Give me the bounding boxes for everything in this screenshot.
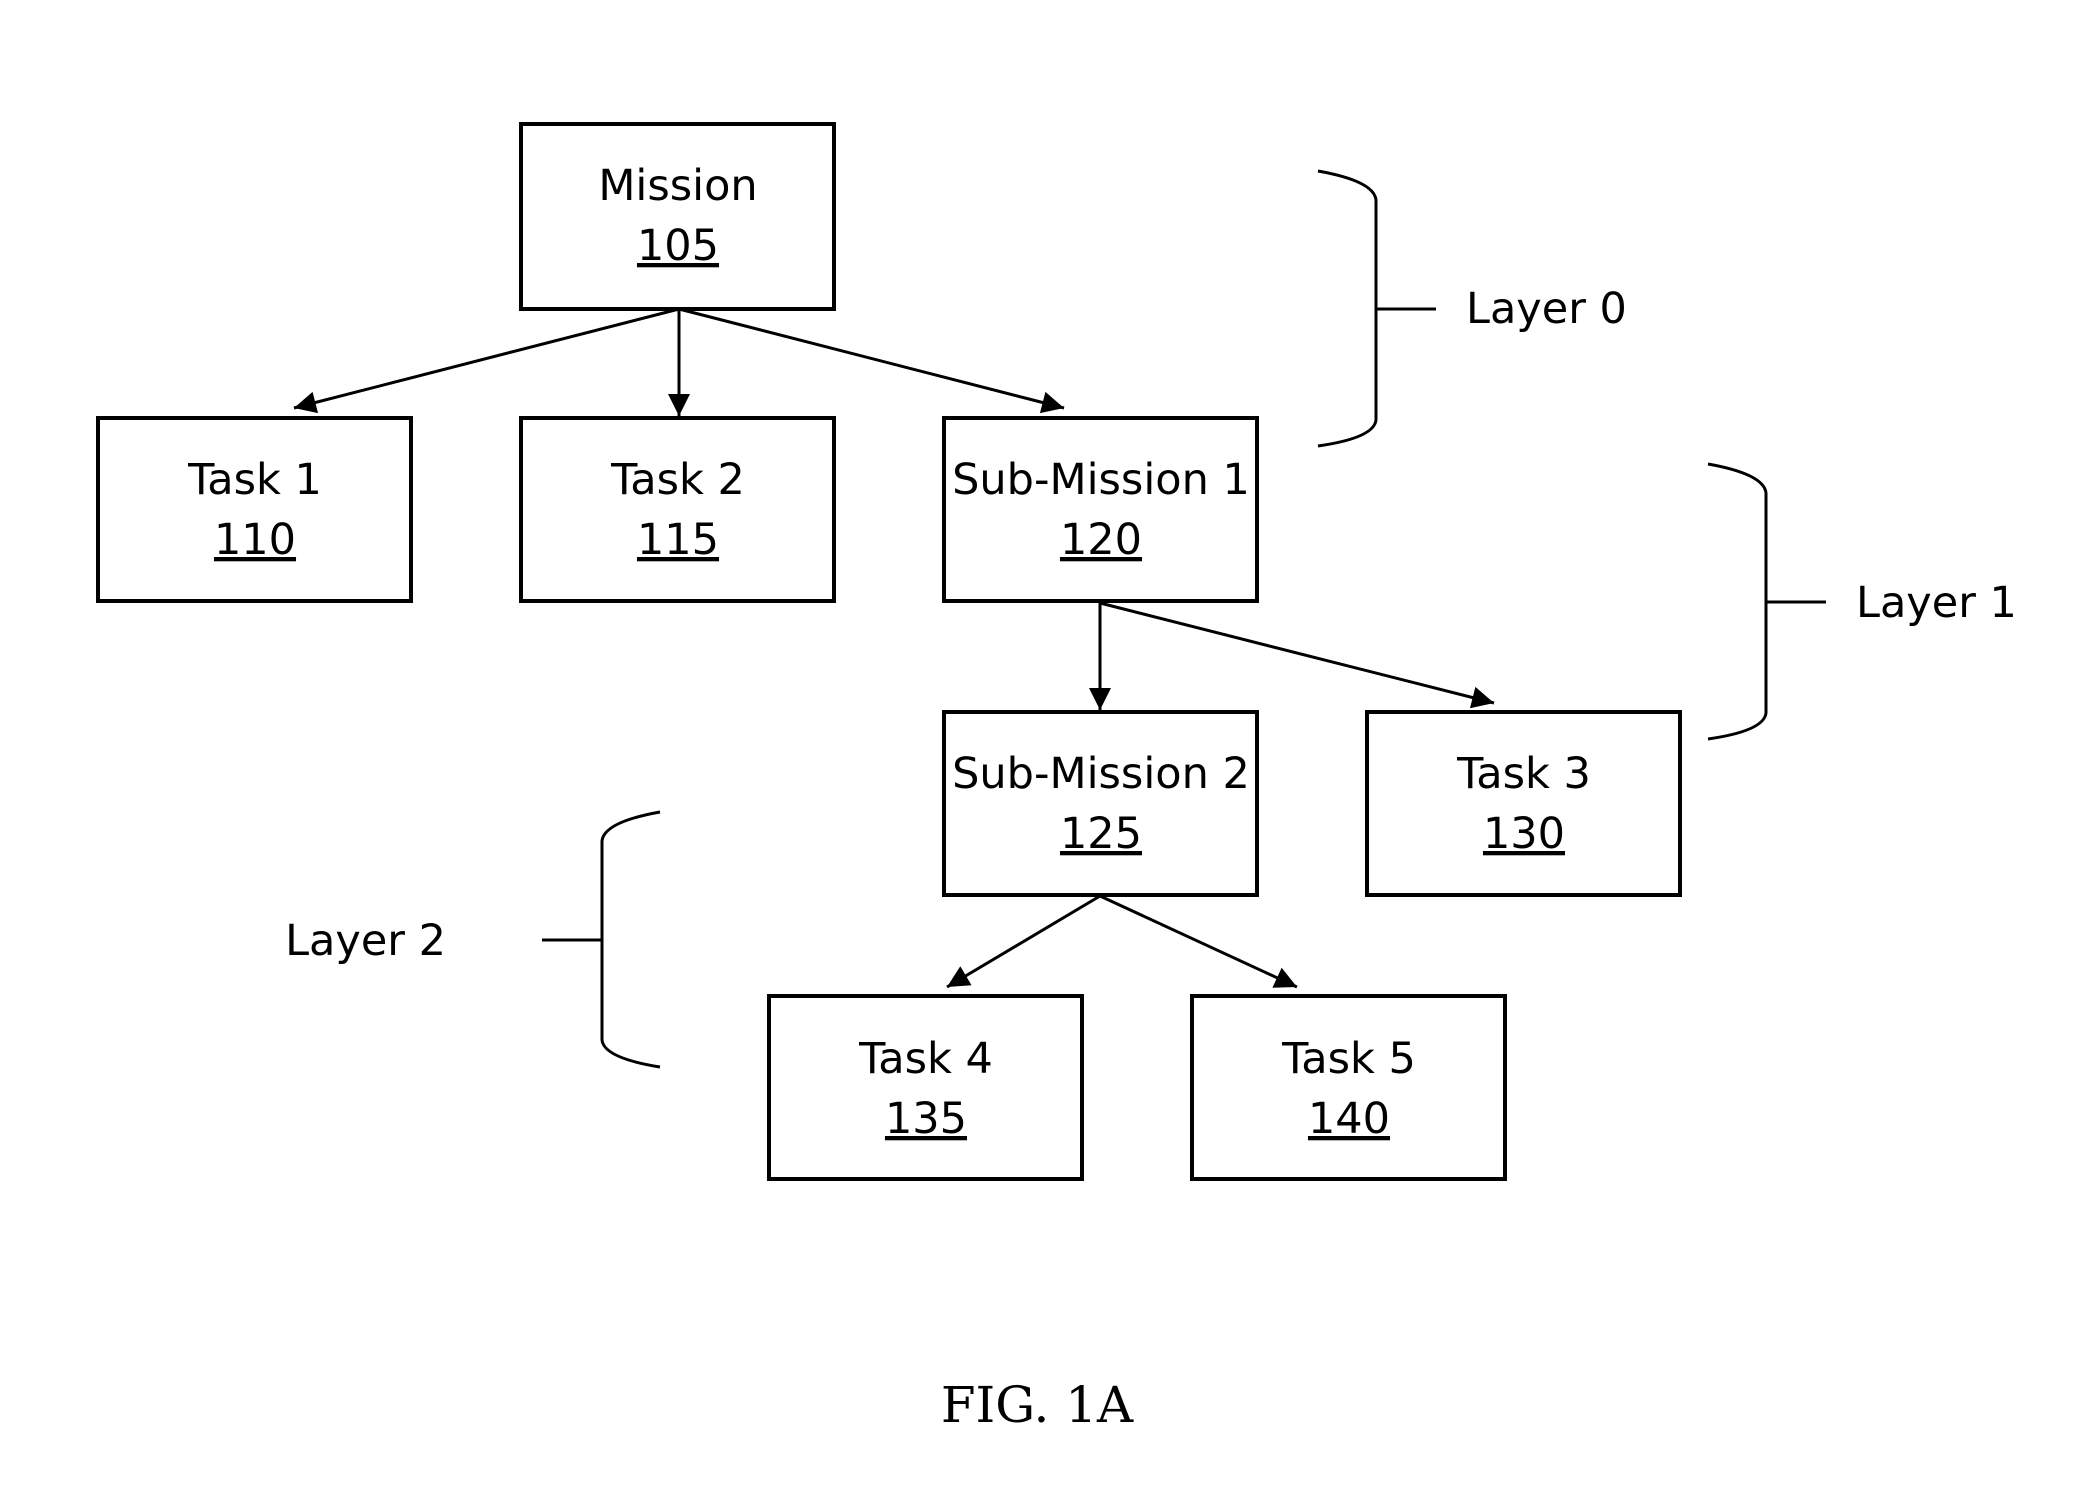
node-submission2: Sub-Mission 2 125 (942, 710, 1259, 897)
node-submission1-title: Sub-Mission 1 (952, 455, 1250, 505)
node-task3-title: Task 3 (1456, 749, 1591, 799)
node-task4: Task 4 135 (767, 994, 1084, 1181)
edges (293, 307, 1495, 989)
node-task4-ref: 135 (885, 1094, 967, 1144)
node-mission: Mission 105 (519, 122, 836, 311)
edge-mission-task1 (293, 307, 680, 414)
node-task5-title: Task 5 (1281, 1034, 1416, 1084)
node-task1-title: Task 1 (187, 455, 322, 505)
edge-submission2-task4 (946, 894, 1101, 989)
layer0-label: Layer 0 (1466, 284, 1627, 334)
layer1-bracket: Layer 1 (1707, 462, 2017, 741)
node-task5-ref: 140 (1308, 1094, 1390, 1144)
node-submission2-ref: 125 (1060, 809, 1142, 859)
layer2-brace (600, 810, 661, 1069)
node-mission-title: Mission (598, 161, 757, 211)
layer2-bracket: Layer 2 (285, 810, 661, 1069)
edge-submission2-task5 (1099, 894, 1298, 989)
node-task3: Task 3 130 (1365, 710, 1682, 897)
node-task2-ref: 115 (637, 515, 719, 565)
node-task4-title: Task 4 (858, 1034, 993, 1084)
node-task2: Task 2 115 (519, 416, 836, 603)
figure-caption: FIG. 1A (941, 1376, 1134, 1434)
node-mission-ref: 105 (637, 221, 719, 271)
layer0-bracket: Layer 0 (1317, 169, 1627, 448)
node-task3-ref: 130 (1483, 809, 1565, 859)
layer1-brace (1707, 462, 1768, 741)
layer2-label: Layer 2 (285, 916, 446, 966)
node-task5: Task 5 140 (1190, 994, 1507, 1181)
edge-submission1-task3 (1099, 601, 1495, 709)
node-task1-ref: 110 (214, 515, 296, 565)
node-task2-title: Task 2 (610, 455, 745, 505)
node-submission1-ref: 120 (1060, 515, 1142, 565)
node-task1: Task 1 110 (96, 416, 413, 603)
edge-mission-submission1 (678, 307, 1065, 414)
node-submission2-title: Sub-Mission 2 (952, 749, 1250, 799)
layer1-label: Layer 1 (1856, 578, 2017, 628)
layer0-brace (1317, 169, 1378, 448)
node-submission1: Sub-Mission 1 120 (942, 416, 1259, 603)
